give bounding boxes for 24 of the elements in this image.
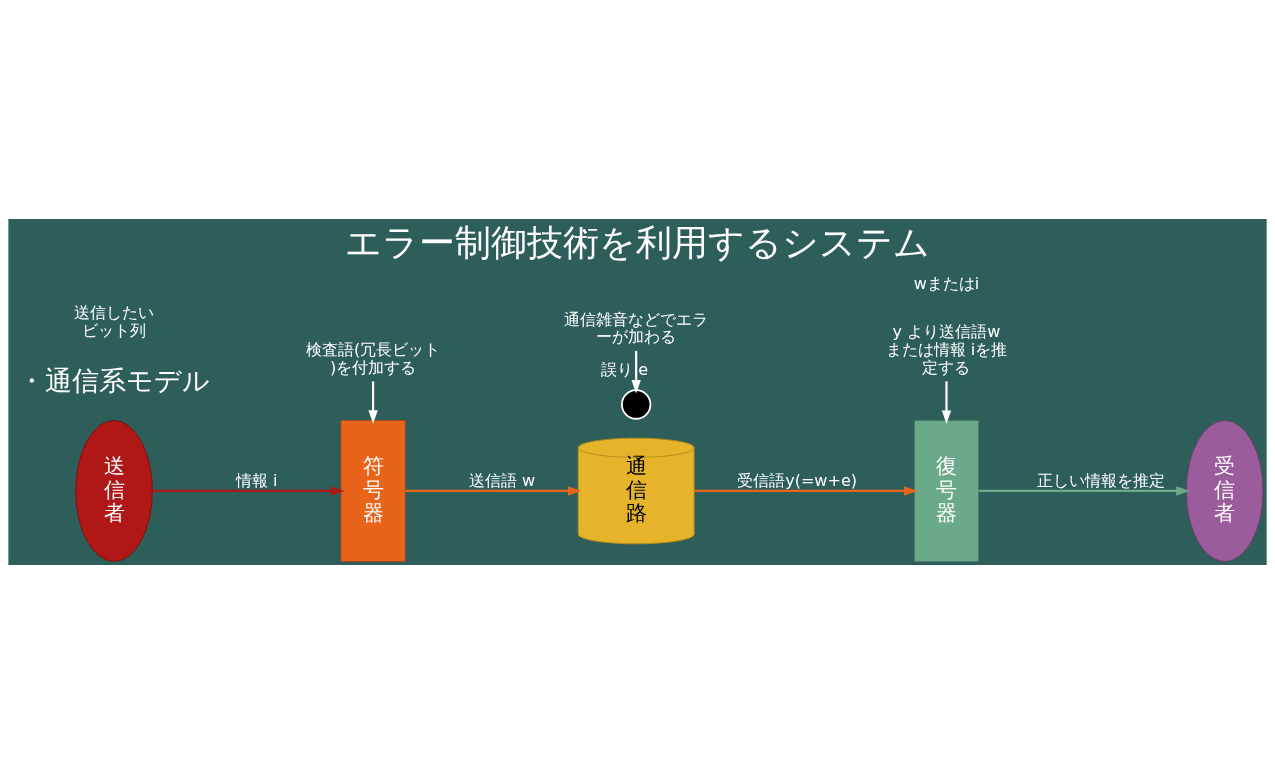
label: ・通信系モデル: [18, 364, 211, 396]
arrow: [405, 485, 582, 496]
label: wまたはi: [913, 273, 980, 293]
edge-label: 誤り e: [601, 359, 649, 379]
edge-label: 正しい情報を推定: [1037, 470, 1166, 490]
arrow: [152, 485, 345, 496]
diagram-title: エラー制御技術を利用するシステム: [345, 221, 930, 263]
node-ellipse: 受信者: [1185, 419, 1264, 562]
arrow: [631, 350, 641, 393]
node-text: 検査語(冗長ビット)を付加する: [305, 339, 441, 377]
edge-label: 受信語y(=w+e): [737, 470, 858, 490]
node-text: y より送信語w または情報 iを推定する: [885, 321, 1008, 377]
edge-label: 情報 i: [235, 470, 278, 490]
node-text: 通信雑音などでエラーが加わる: [564, 309, 709, 346]
node-circle: [621, 388, 652, 420]
label: 送信したいビット列: [74, 302, 155, 340]
node-box: 符号器: [340, 419, 406, 562]
arrow: [941, 380, 952, 424]
arrow: [368, 380, 378, 424]
node-box: 復号器: [913, 419, 980, 562]
edge-label: 送信語 w: [468, 470, 536, 490]
node-ellipse: 送信者: [75, 419, 153, 562]
arrow: [694, 485, 918, 496]
arrow: [978, 485, 1190, 496]
